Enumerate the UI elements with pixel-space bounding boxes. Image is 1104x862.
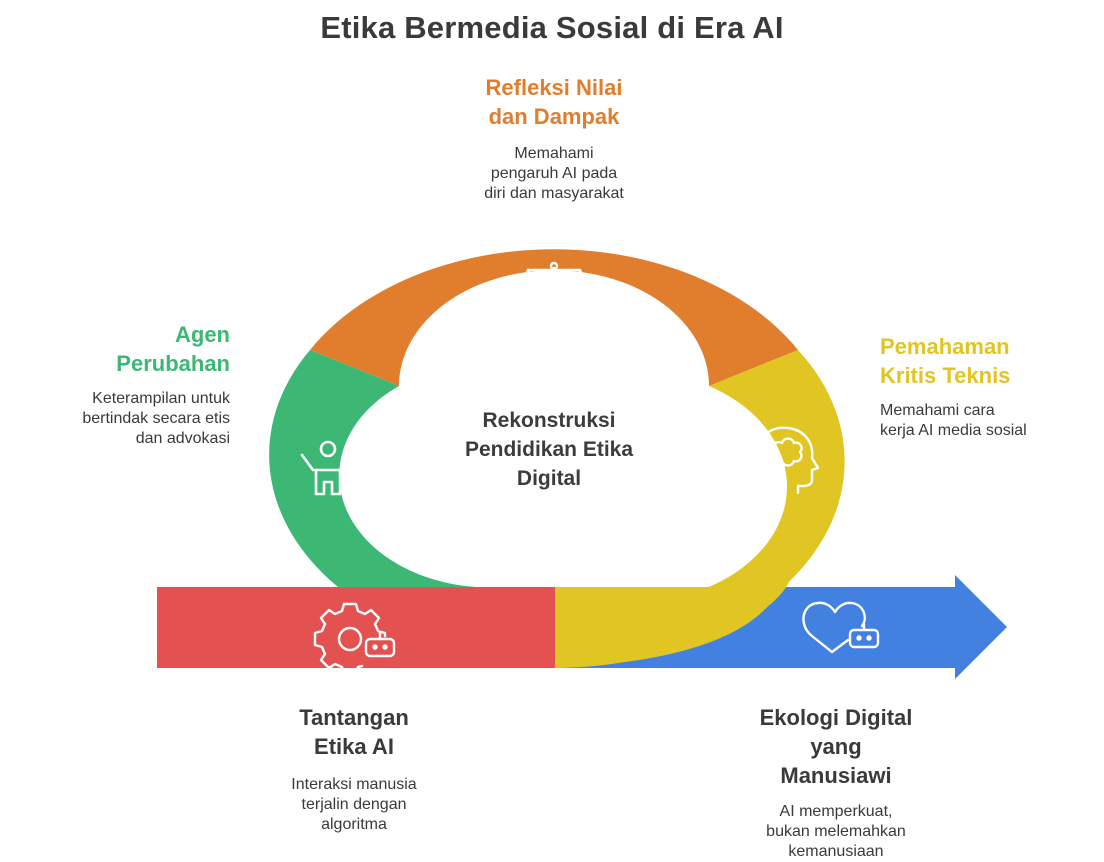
stage-tantangan: Tantangan Etika AI Interaksi manusia ter… xyxy=(224,703,484,835)
stage-refleksi: Refleksi Nilai dan Dampak Memahami penga… xyxy=(404,73,704,204)
stage-heading: Pemahaman Kritis Teknis xyxy=(880,334,1011,388)
stage-heading: Ekologi Digital yang Manusiawi xyxy=(759,705,913,788)
stage-heading: Tantangan Etika AI xyxy=(299,705,409,759)
stage-description: Interaksi manusia terjalin dengan algori… xyxy=(291,776,417,833)
stage-heading: Refleksi Nilai dan Dampak xyxy=(485,75,623,129)
center-circle xyxy=(404,350,704,574)
stage-description: Memahami cara kerja AI media sosial xyxy=(880,402,1027,439)
person-icon xyxy=(300,440,356,496)
stage-description: Keterampilan untuk bertindak secara etis… xyxy=(82,390,230,447)
segment-agen xyxy=(269,350,503,588)
gear-robot-icon xyxy=(313,602,396,676)
segment-refleksi xyxy=(310,249,798,386)
stage-description: AI memperkuat, bukan melemahkan kemanusi… xyxy=(766,803,906,860)
stage-agen: Agen Perubahan Keterampilan untuk bertin… xyxy=(0,320,230,449)
page-title: Etika Bermedia Sosial di Era AI xyxy=(320,10,784,45)
stage-description: Memahami pengaruh AI pada diri dan masya… xyxy=(484,145,624,202)
segment-tantangan xyxy=(157,587,555,668)
center-label: Rekonstruksi Pendidikan Etika Digital xyxy=(464,409,634,490)
stage-ekologi: Ekologi Digital yang Manusiawi AI memper… xyxy=(706,703,966,862)
stage-heading: Agen Perubahan xyxy=(116,322,230,376)
brain-head-icon xyxy=(753,426,820,495)
heart-robot-icon xyxy=(802,601,880,654)
stage-pemahaman: Pemahaman Kritis Teknis Memahami cara ke… xyxy=(880,332,1104,441)
scale-icon xyxy=(516,261,592,304)
